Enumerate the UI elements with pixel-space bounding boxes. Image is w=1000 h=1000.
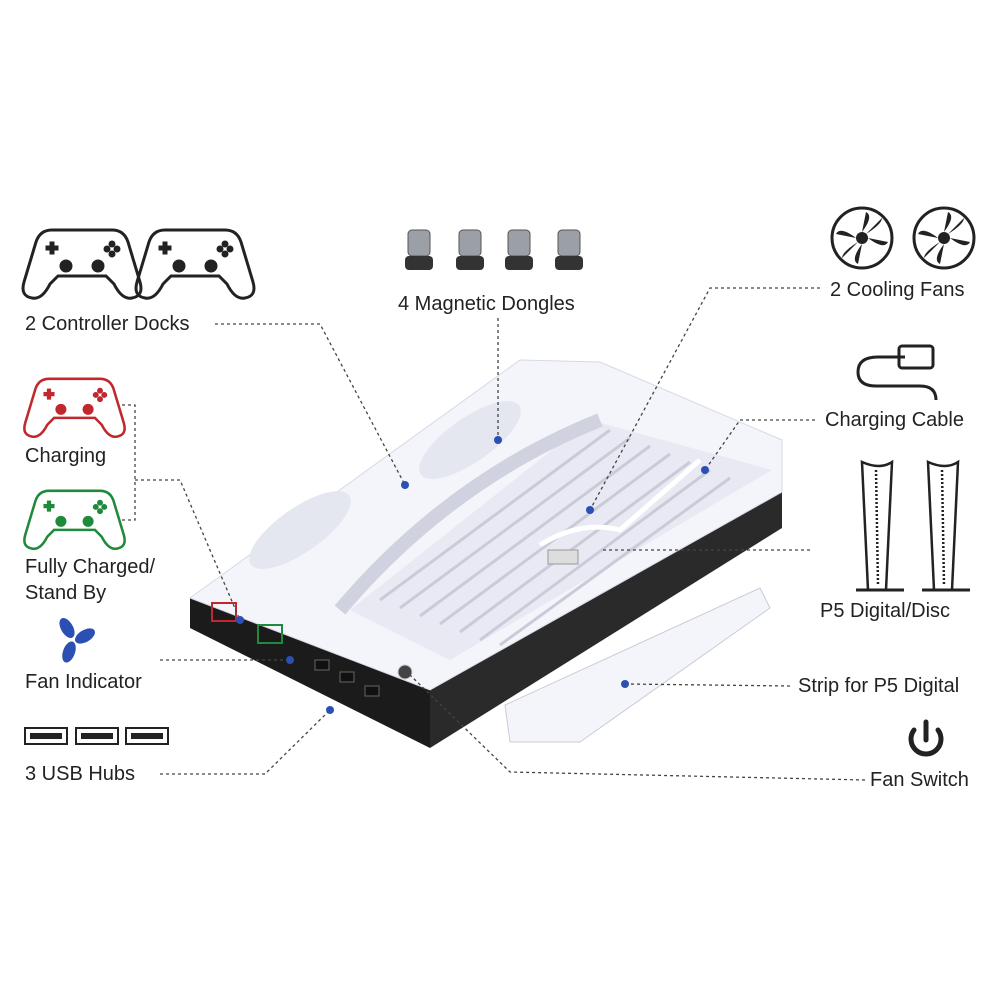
fan-indicator-icon bbox=[59, 618, 95, 663]
label-fan-switch: Fan Switch bbox=[870, 769, 969, 791]
usb-port-icon bbox=[24, 727, 68, 745]
leader-lines bbox=[122, 287, 866, 781]
console-icon bbox=[856, 459, 970, 592]
label-strip: Strip for P5 Digital bbox=[798, 675, 960, 697]
leader-dots bbox=[236, 436, 709, 714]
controller-charging-icon bbox=[23, 377, 126, 439]
power-icon bbox=[908, 719, 944, 757]
controller-icon bbox=[134, 228, 256, 300]
cable-icon bbox=[856, 344, 938, 401]
controller-charged-icon bbox=[23, 489, 126, 551]
dongle-icon bbox=[504, 229, 534, 271]
label-magnetic-dongles: 4 Magnetic Dongles bbox=[398, 293, 575, 315]
label-fully-charged: Fully Charged/ bbox=[25, 556, 156, 578]
label-stand-by: Stand By bbox=[25, 582, 107, 604]
label-charging: Charging bbox=[25, 445, 107, 467]
usb-port-icon bbox=[75, 727, 119, 745]
dongle-icon bbox=[554, 229, 584, 271]
fan-icon bbox=[912, 206, 976, 270]
label-fan-indicator: Fan Indicator bbox=[25, 671, 142, 693]
cooling-stand bbox=[188, 359, 783, 748]
fan-icon bbox=[830, 206, 894, 270]
label-console: P5 Digital/Disc bbox=[820, 600, 951, 622]
controller-icon bbox=[21, 228, 143, 300]
usb-port-icon bbox=[125, 727, 169, 745]
label-charging-cable: Charging Cable bbox=[825, 409, 964, 431]
dongle-icon bbox=[404, 229, 434, 271]
vertical-strip bbox=[504, 587, 771, 743]
label-cooling-fans: 2 Cooling Fans bbox=[830, 279, 965, 301]
label-usb-hubs: 3 USB Hubs bbox=[25, 763, 136, 785]
dongle-icon bbox=[455, 229, 485, 271]
label-controller-docks: 2 Controller Docks bbox=[25, 313, 190, 335]
